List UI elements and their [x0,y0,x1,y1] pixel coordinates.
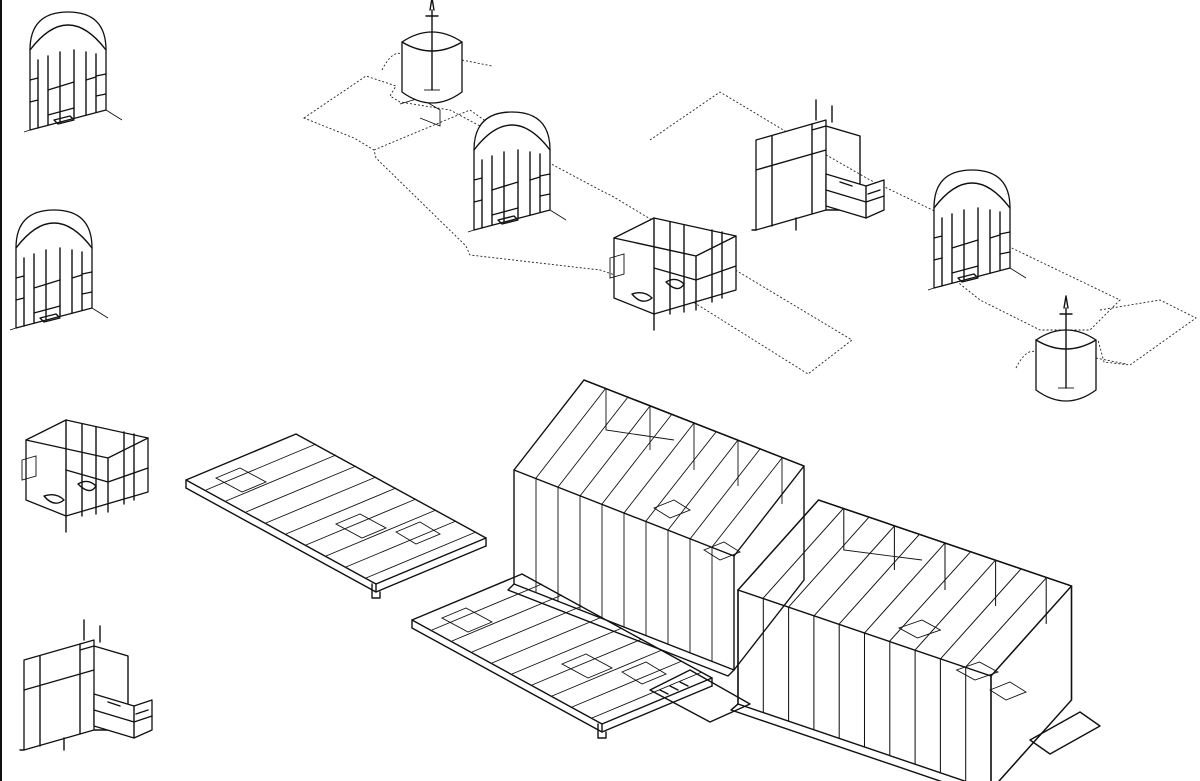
left-border-line [0,0,2,781]
floor-frame-panel [185,433,487,599]
house-frame-structure [730,499,1101,781]
arched-wall-module-icon [23,11,123,133]
arched-wall-module [927,169,1027,291]
curved-shower-module [1015,295,1127,402]
kitchen-module-icon [19,619,153,751]
curved-shower-module [381,0,493,104]
floor-frame-panel [411,573,751,739]
bathroom-module-icon [21,419,149,533]
kitchen-module [751,99,885,231]
arched-wall-module-icon [9,209,109,331]
bathroom-module [609,217,737,331]
arched-wall-module [467,111,567,233]
house-frame-structure [507,379,805,677]
floor-plan-layout [303,75,1197,375]
